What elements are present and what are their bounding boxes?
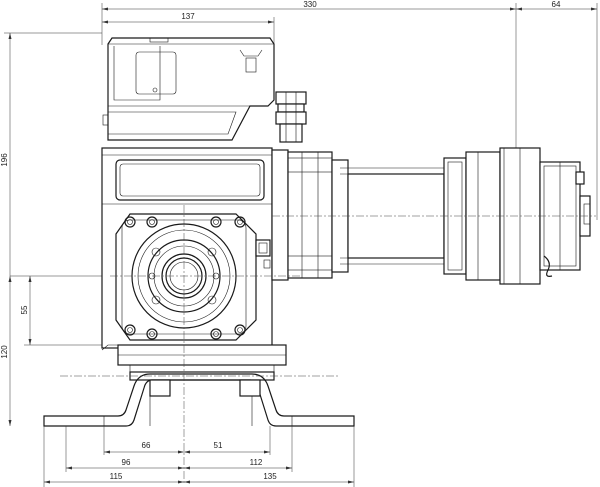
dim-right-outer: 135: [263, 472, 277, 481]
dim-left-outer: 115: [110, 472, 123, 481]
cable-gland: [275, 91, 307, 143]
dimension-bottom-group: 66 51 96 112 115 135: [43, 426, 355, 487]
gearbox-housing: [101, 147, 273, 351]
dim-overall-width: 330: [303, 0, 317, 9]
dimension-left-group: 196 120 55: [0, 32, 280, 426]
dim-overall-height: 196: [0, 153, 9, 167]
dim-bracket-height: 55: [20, 305, 29, 314]
dim-shaft-height: 120: [0, 345, 9, 359]
dim-half-left-inner: 66: [142, 441, 151, 450]
dim-right-mid: 112: [250, 458, 263, 467]
dim-left-mid: 96: [122, 458, 131, 467]
mounting-bracket: [43, 344, 355, 427]
dim-encoder-extension: 64: [552, 0, 561, 9]
dimension-top-group: 330 64 137: [101, 0, 598, 220]
dim-half-right-inner: 51: [214, 441, 223, 450]
flange-bolts: [124, 216, 246, 340]
centerlines: [60, 205, 596, 484]
dim-top-head-width: 137: [181, 12, 195, 21]
terminal-box: [102, 37, 275, 141]
